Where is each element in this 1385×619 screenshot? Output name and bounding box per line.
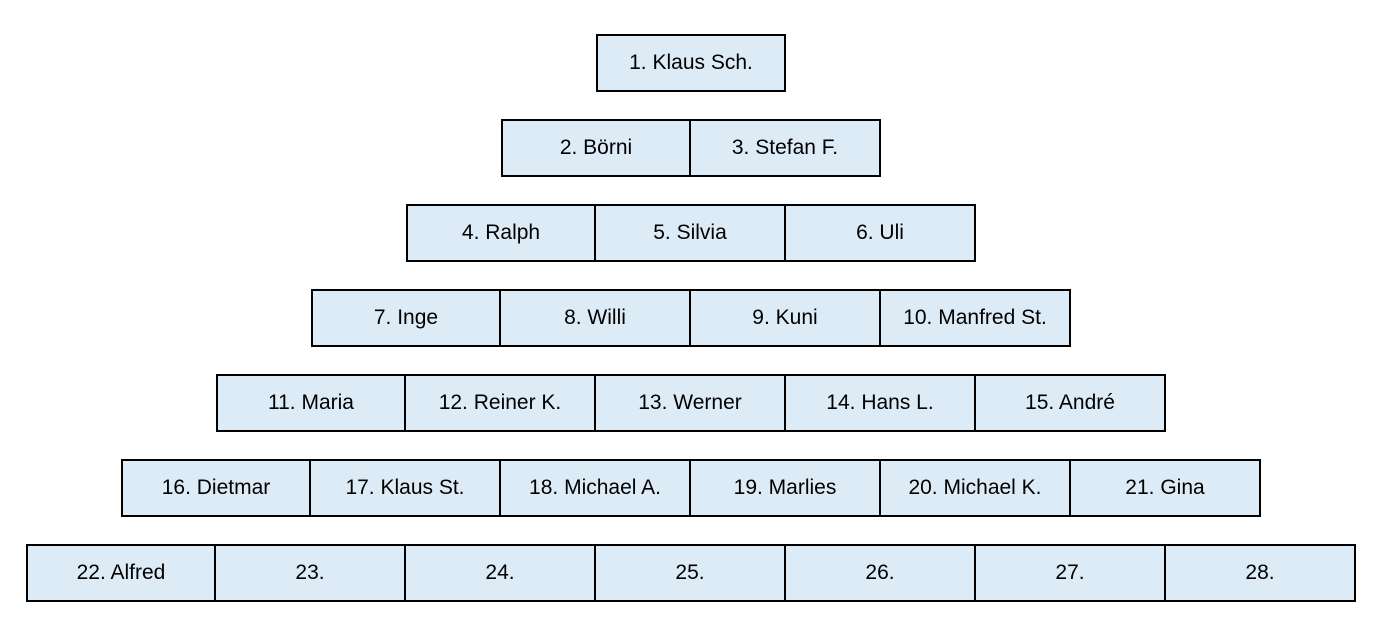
pyramid-cell: 7. Inge — [311, 289, 501, 347]
pyramid-row-1: 1. Klaus Sch. — [596, 34, 786, 92]
pyramid-cell: 2. Börni — [501, 119, 691, 177]
pyramid-cell: 17. Klaus St. — [309, 459, 501, 517]
pyramid-cell: 15. André — [974, 374, 1166, 432]
pyramid-cell: 18. Michael A. — [499, 459, 691, 517]
pyramid-cell: 9. Kuni — [689, 289, 881, 347]
pyramid-cell: 10. Manfred St. — [879, 289, 1071, 347]
pyramid-cell: 20. Michael K. — [879, 459, 1071, 517]
pyramid-cell: 5. Silvia — [594, 204, 786, 262]
pyramid-cell: 24. — [404, 544, 596, 602]
pyramid-cell: 28. — [1164, 544, 1356, 602]
pyramid-cell: 23. — [214, 544, 406, 602]
pyramid-cell: 4. Ralph — [406, 204, 596, 262]
pyramid-cell: 21. Gina — [1069, 459, 1261, 517]
pyramid-cell: 8. Willi — [499, 289, 691, 347]
pyramid-cell: 12. Reiner K. — [404, 374, 596, 432]
pyramid-cell: 26. — [784, 544, 976, 602]
pyramid-cell: 3. Stefan F. — [689, 119, 881, 177]
pyramid-cell: 11. Maria — [216, 374, 406, 432]
pyramid-cell: 22. Alfred — [26, 544, 216, 602]
pyramid-cell: 19. Marlies — [689, 459, 881, 517]
pyramid-cell: 14. Hans L. — [784, 374, 976, 432]
pyramid-cell: 25. — [594, 544, 786, 602]
pyramid-cell: 1. Klaus Sch. — [596, 34, 786, 92]
pyramid-cell: 16. Dietmar — [121, 459, 311, 517]
pyramid-cell: 27. — [974, 544, 1166, 602]
pyramid-cell: 6. Uli — [784, 204, 976, 262]
pyramid-cell: 13. Werner — [594, 374, 786, 432]
